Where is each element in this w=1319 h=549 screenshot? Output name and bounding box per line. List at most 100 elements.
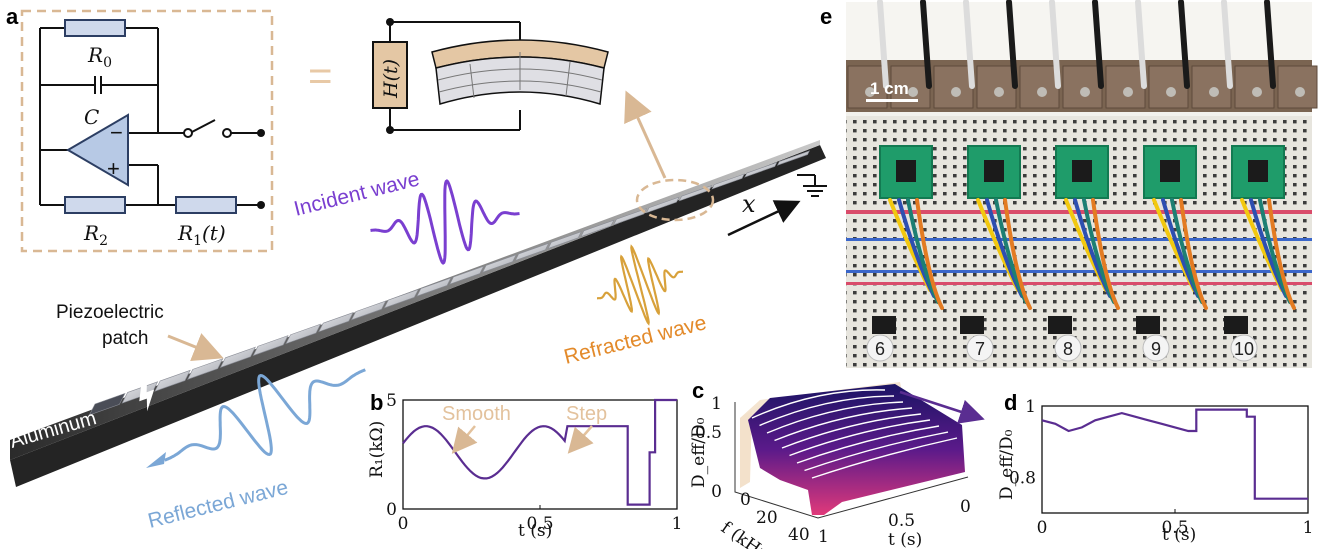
- strip-segment: [1277, 65, 1318, 109]
- y-tick-label: 5: [386, 391, 397, 411]
- ic-chip: [1072, 160, 1092, 182]
- panel-label-d: d: [1004, 390, 1017, 415]
- chart-c-surface: [748, 384, 965, 515]
- jumper-wire: [1091, 198, 1120, 310]
- piezo-patch: [449, 265, 485, 285]
- label-r2: R2: [83, 221, 108, 249]
- plate-lines: [469, 52, 571, 99]
- lead-wire: [920, 0, 932, 89]
- chart-b-smooth-arrow: [451, 425, 478, 454]
- lead-wire: [1178, 0, 1190, 89]
- circuit: [39, 27, 260, 206]
- piezo-arrow: [167, 333, 224, 362]
- piezo-patch: [580, 219, 615, 238]
- solder-joint: [1166, 87, 1176, 97]
- y-tick-label: 0: [386, 500, 397, 520]
- resistor-r0: [64, 19, 126, 37]
- chart-c-tan-side: [740, 410, 752, 488]
- chart-c-to-d-arrow: [899, 390, 985, 424]
- chart-c-ytick: 0.5: [888, 511, 915, 531]
- terminal: [386, 126, 394, 134]
- reflected-arrowhead: [146, 452, 166, 468]
- solder-joint: [1037, 87, 1047, 97]
- surface-contour: [759, 395, 895, 427]
- surface-contour: [751, 389, 886, 419]
- chart-c-zlabel: D_eff/D₀: [689, 417, 709, 488]
- ic-chip: [896, 160, 916, 182]
- label-r0: R0: [87, 43, 112, 71]
- label-plus: +: [107, 156, 120, 181]
- strip-segment: [1191, 65, 1232, 109]
- zoom-ellipse: [635, 178, 715, 222]
- strip-segment: [976, 65, 1017, 109]
- reflected-wave: [164, 368, 366, 462]
- chart-c-ztick: 0: [711, 482, 722, 502]
- dip-chip: [960, 316, 984, 334]
- label-reflected-wave: Reflected wave: [146, 476, 291, 533]
- solder-joint: [994, 87, 1004, 97]
- solder-joint: [1252, 87, 1262, 97]
- scale-label: 1 cm: [870, 79, 909, 98]
- piezo-patch: [350, 300, 387, 321]
- strip-segments: [847, 65, 1318, 109]
- chart-b-annotation-smooth: Smooth: [442, 403, 511, 425]
- aluminum-beam-side: [10, 145, 826, 487]
- lead-wire: [1049, 0, 1061, 89]
- number-tag-label: 7: [975, 339, 985, 359]
- jumper-wire: [1003, 198, 1032, 310]
- strip-segment: [1105, 65, 1146, 109]
- chart-d-xlabel: t (s): [1162, 525, 1196, 545]
- lead-wire: [1135, 0, 1147, 89]
- lead-wires: [877, 0, 1276, 89]
- circuit-dashed-box: [20, 9, 274, 253]
- chart-b-step-arrow: [567, 425, 594, 454]
- piezo-patch: [514, 242, 550, 261]
- equivalent-circuit: [389, 21, 521, 131]
- terminal: [386, 18, 394, 26]
- strip-segment: [1234, 65, 1275, 109]
- dip-chip: [872, 316, 896, 334]
- surface-contour: [789, 419, 931, 457]
- switch-terminal: [183, 128, 193, 138]
- resistor-r1: [175, 196, 237, 214]
- chart-c-ytick: 0: [960, 497, 971, 517]
- jumper-wire: [1267, 198, 1296, 310]
- solder-joint: [1080, 87, 1090, 97]
- label-refracted-wave: Refracted wave: [562, 311, 709, 369]
- x-direction-arrow: [727, 200, 801, 237]
- number-tag: [866, 334, 894, 362]
- solder-joint: [908, 87, 918, 97]
- ground-icon: [797, 174, 827, 197]
- label-incident-wave: Incident wave: [292, 167, 422, 220]
- piezo-patch: [645, 196, 680, 214]
- ic-chip: [1160, 160, 1180, 182]
- chart-b-xlabel: t (s): [518, 521, 552, 541]
- chart-c-axes: [734, 402, 969, 519]
- piezo-patch: [744, 161, 778, 178]
- strip-segment: [1019, 65, 1060, 109]
- number-tag-label: 9: [1151, 339, 1161, 359]
- number-tag-label: 6: [875, 339, 885, 359]
- piezo-patch: [187, 358, 224, 380]
- piezo-patch: [776, 150, 811, 166]
- piezo-patch: [482, 254, 517, 273]
- label-r1: R1(t): [177, 221, 226, 249]
- chart-c: 1 0.5 0 D_eff/D₀ 0 20 40 f (kHz) 1 0.5 0…: [689, 382, 985, 549]
- piezo-patch: [318, 312, 354, 333]
- label-minus: −: [110, 120, 123, 145]
- chart-c-xtick: 20: [756, 508, 778, 528]
- label-ht: H(t): [380, 59, 402, 99]
- chart-c-ztick: 0.5: [695, 423, 722, 443]
- piezo-patch: [416, 277, 452, 297]
- x-tick-label: 0.5: [526, 514, 553, 534]
- ic-chip: [984, 160, 1004, 182]
- number-tag: [1230, 334, 1258, 362]
- surface-contour: [774, 407, 913, 442]
- label-piezo-1: Piezoelectric: [56, 302, 164, 323]
- x-tick-label: 1: [672, 514, 683, 534]
- chart-d-frame: [1041, 405, 1309, 514]
